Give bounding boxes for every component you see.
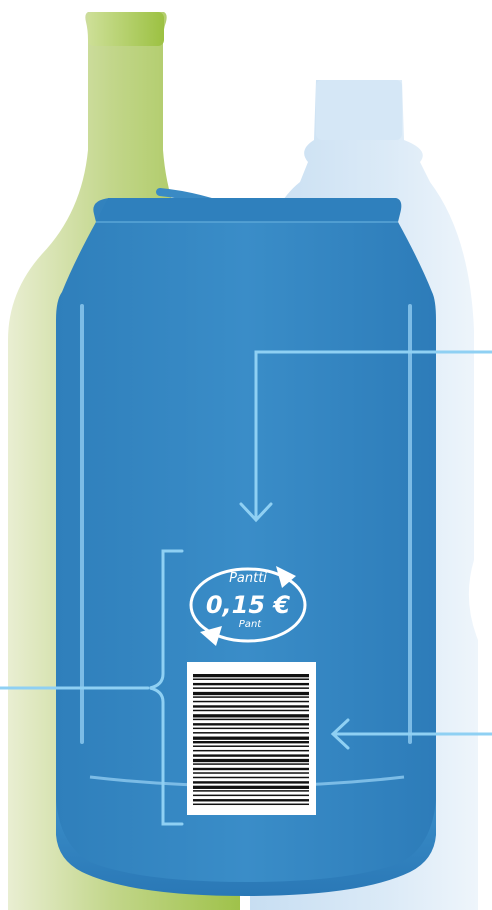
barcode-stripe: [193, 683, 309, 685]
barcode-stripe: [193, 790, 309, 792]
barcode-stripe: [193, 728, 309, 730]
deposit-amount: 0,15 €: [206, 591, 291, 619]
barcode-stripe: [193, 710, 309, 712]
barcode-stripe: [193, 795, 309, 797]
barcode: [187, 662, 316, 815]
barcode-stripe: [193, 719, 309, 721]
barcode-stripe: [193, 732, 309, 734]
barcode-stripe: [193, 763, 309, 765]
deposit-word-bottom: Pant: [239, 619, 262, 630]
barcode-stripe: [193, 772, 309, 774]
barcode-stripe: [193, 737, 309, 740]
barcode-stripe: [193, 723, 309, 725]
barcode-stripe: [193, 804, 309, 806]
barcode-stripe: [193, 754, 309, 756]
barcode-stripe: [193, 759, 309, 762]
deposit-word-top: Pantti: [229, 571, 267, 586]
barcode-stripe: [193, 777, 309, 779]
barcode-stripe: [193, 674, 309, 677]
barcode-stripe: [193, 692, 309, 695]
barcode-stripe: [193, 714, 309, 717]
barcode-stripe: [193, 781, 309, 783]
barcode-stripe: [193, 750, 309, 752]
barcode-stripe: [193, 678, 309, 680]
barcode-stripe: [193, 701, 309, 703]
barcode-stripe: [193, 745, 309, 747]
barcode-stripe: [193, 696, 309, 698]
barcode-stripe: [193, 705, 309, 707]
barcode-stripe: [193, 741, 309, 743]
barcode-stripe: [193, 786, 309, 789]
barcode-stripe: [193, 768, 309, 770]
barcode-stripe: [193, 799, 309, 801]
barcode-stripe: [193, 687, 309, 689]
